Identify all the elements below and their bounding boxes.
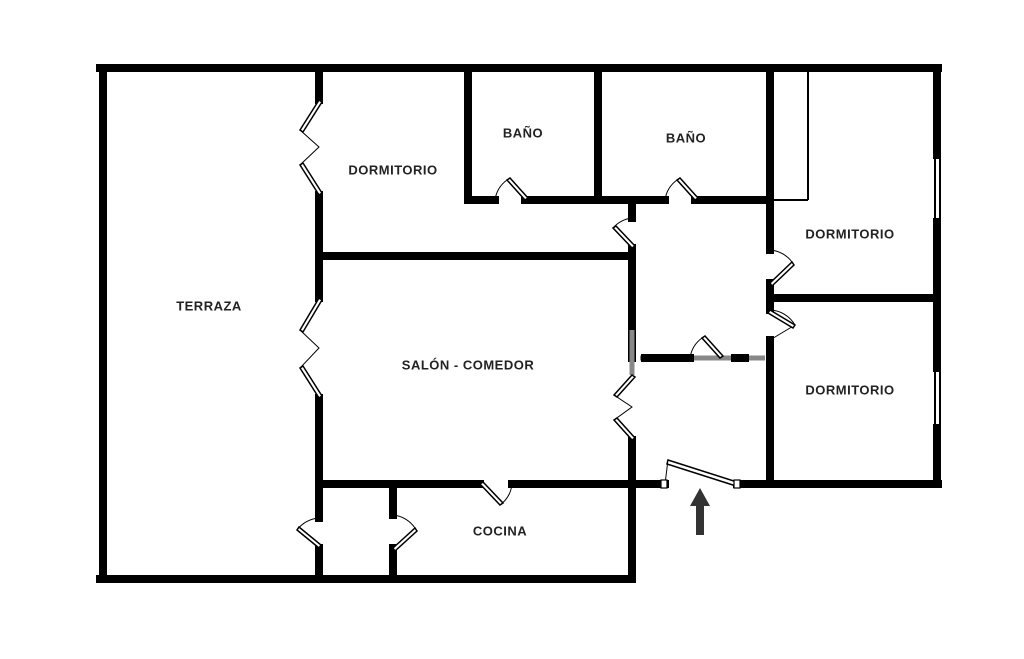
- room-label-cocina: COCINA: [472, 523, 528, 539]
- room-label-dormitorio: DORMITORIO: [805, 226, 895, 242]
- room-label-bano: BAÑO: [502, 125, 544, 141]
- doors: [295, 98, 797, 553]
- room-label-dormitorio: DORMITORIO: [805, 382, 895, 398]
- room-label-salon-comedor: SALÓN - COMEDOR: [401, 357, 535, 373]
- room-label-bano: BAÑO: [665, 130, 707, 146]
- up-arrow-icon: [690, 488, 710, 535]
- walls: [96, 64, 942, 583]
- room-label-terraza: TERRAZA: [176, 298, 242, 314]
- room-label-dormitorio: DORMITORIO: [348, 162, 438, 178]
